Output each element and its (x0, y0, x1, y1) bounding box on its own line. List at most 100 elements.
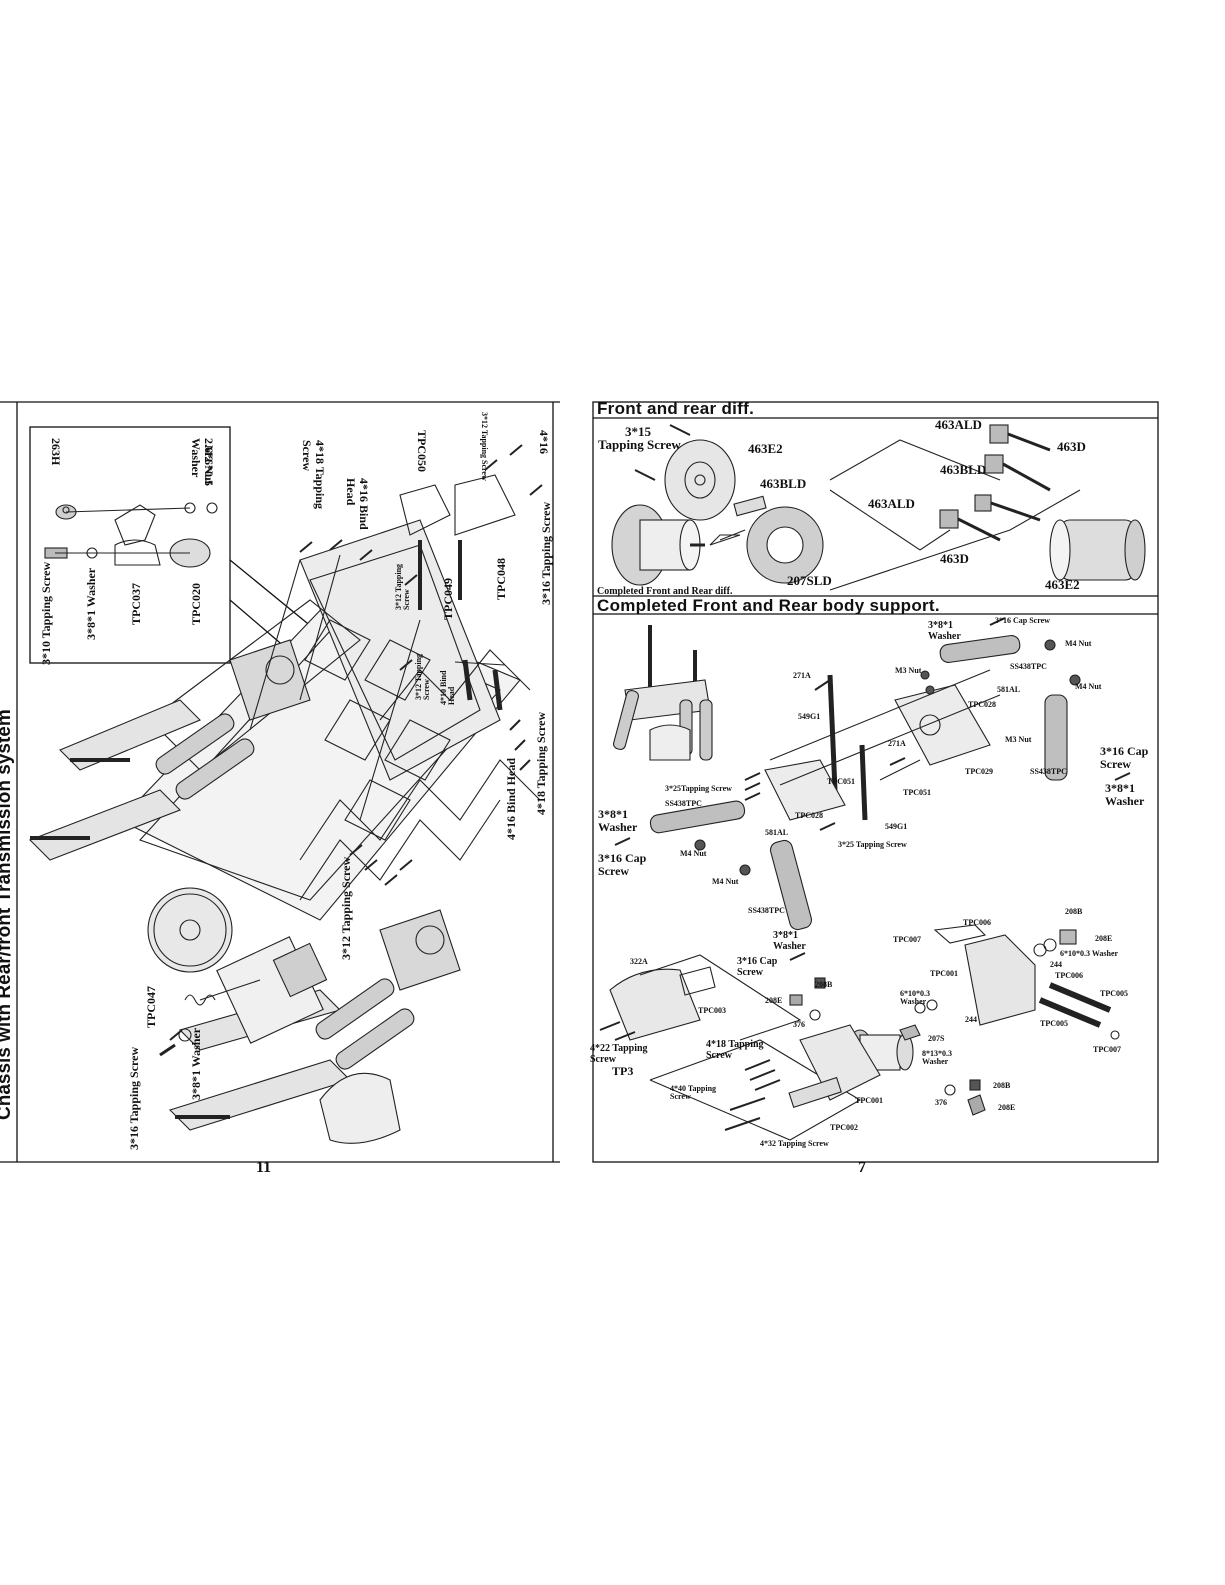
label-tpc006-a: TPC006 (963, 918, 991, 927)
label-washer-8-13: 8*13*0.3 Washer (922, 1049, 952, 1067)
label-tapping-4-22: 4*22 Tapping Screw (590, 1043, 648, 1065)
label-tapping-3-12-a: 3*12 Tapping Screw (480, 412, 489, 481)
label-581AL-a: 581AL (997, 685, 1021, 694)
label-208B-a: 208B (1065, 907, 1083, 916)
label-washer-3-8-1-b: 3*8*1 Washer (189, 1027, 203, 1100)
label-tpc003: TPC003 (698, 1006, 726, 1015)
label-bind-4-16-b: 4*16 Bind Head (504, 757, 518, 840)
label-463D-b: 463D (940, 551, 969, 566)
label-tpc007-b: TPC007 (1093, 1045, 1121, 1054)
label-washer-6-10-b: 6*10*0.3 Washer (900, 989, 930, 1007)
label-tpc048: TPC048 (494, 558, 508, 600)
label-tpc006-b: TPC006 (1055, 971, 1083, 980)
label-tpc007-a: TPC007 (893, 935, 921, 944)
label-tapping-4-32: 4*32 Tapping Screw (760, 1139, 829, 1148)
label-m4nut-b: M4 Nut (1075, 682, 1102, 691)
label-tapping-3-16-c: 3*16 Tapping Screw (127, 1046, 141, 1150)
label-ss438-b: SS438TPC (1030, 767, 1067, 776)
label-271A-a: 271A (793, 671, 811, 680)
left-page-number: 11 (256, 1159, 272, 1176)
diff-caption: Completed Front and Rear diff. (597, 586, 733, 597)
left-side-title: Chassis with Rear/front Transmission sys… (0, 709, 15, 1120)
label-m4nut-d: M4 Nut (712, 877, 739, 886)
label-208B-c: 208B (993, 1081, 1011, 1090)
body-support-art (613, 617, 1131, 961)
label-tpc049: TPC049 (441, 578, 455, 620)
diff-art (611, 424, 1146, 591)
gearbox-art (599, 924, 1120, 1141)
label-tpc029: TPC029 (965, 767, 993, 776)
label-207S: 207S (928, 1034, 945, 1043)
label-tapping-3-12-b: 3*12 Tapping Screw (394, 563, 412, 610)
label-tpc051-b: TPC051 (903, 788, 931, 797)
label-tpc005-a: TPC005 (1100, 989, 1128, 998)
right-frame (592, 401, 1159, 1163)
label-tpc002: TPC002 (830, 1123, 858, 1132)
right-page-number: 7 (858, 1159, 866, 1176)
label-463BLD-a: 463BLD (760, 476, 807, 491)
label-tpc005-b: TPC005 (1040, 1019, 1068, 1028)
chassis-art (29, 444, 543, 1144)
label-bind-4-16-a: 4*16 Bind Head (344, 478, 371, 530)
label-549G1-b: 549G1 (885, 822, 908, 831)
label-tapping-4-40: 4*40 Tapping Screw (670, 1084, 717, 1102)
label-271A-b: 271A (888, 739, 906, 748)
label-m4nut-a: M4 Nut (1065, 639, 1092, 648)
label-tapping-3-12-d: 3*12 Tapping Screw (339, 856, 353, 960)
label-581AL-b: 581AL (765, 828, 789, 837)
label-tapping-3-16-a: 3*16 Tapping Screw (539, 501, 553, 605)
label-tpc051-a: TPC051 (827, 777, 855, 786)
label-washer-3-8-1-d-r: 3*8*1 Washer (773, 930, 806, 952)
label-cap-3-16-a: 3*16 Cap Screw (995, 616, 1050, 625)
label-207SLD: 207SLD (787, 573, 832, 588)
label-244-a: 244 (1050, 960, 1062, 969)
label-m4nut-c: M4 Nut (680, 849, 707, 858)
label-tpc028-a: TPC028 (968, 700, 996, 709)
label-208E-b: 208E (765, 996, 783, 1005)
label-244-b: 244 (965, 1015, 977, 1024)
label-washer-3-8-1-c-r: 3*8*1 Washer (598, 807, 638, 834)
label-463ALD-a: 463ALD (935, 417, 982, 432)
section-title-body-support: Completed Front and Rear body support. (597, 596, 940, 615)
label-tpc020: TPC020 (189, 583, 203, 625)
label-tapping-3-10: 3*10 Tapping Screw (39, 561, 53, 665)
label-cap-3-16-b: 3*16 Cap Screw (1100, 744, 1149, 771)
label-ss438-c: SS438TPC (665, 799, 702, 808)
label-washer-3-8-1-a-r: 3*8*1 Washer (928, 620, 961, 642)
label-tapping-screw: Tapping Screw (598, 437, 681, 452)
label-tapping-3-25-b: 3*25 Tapping Screw (838, 840, 907, 849)
label-322A: 322A (630, 957, 648, 966)
label-ss438-a: SS438TPC (1010, 662, 1047, 671)
label-tpc001-a: TPC001 (930, 969, 958, 978)
label-tpc050: TPC050 (415, 430, 429, 472)
label-washer-3-8-1-a: 3*8*1 Washer (84, 567, 98, 640)
label-tpc037: TPC037 (129, 583, 143, 625)
label-463D-a: 463D (1057, 439, 1086, 454)
label-463ALD-b: 463ALD (868, 496, 915, 511)
label-cap-3-16-c: 3*16 Cap Screw (598, 851, 647, 878)
label-263H: 263H (49, 438, 63, 466)
label-tapping-4-18-a: 4*18 Tapping Screw (300, 440, 327, 510)
label-tapping-3-25-a: 3*25Tapping Screw (665, 784, 732, 793)
label-tpc028-b: TPC028 (795, 811, 823, 820)
section-title-diff: Front and rear diff. (597, 399, 755, 418)
label-m3nut-a: M3 Nut (895, 666, 922, 675)
label-463E2-a: 463E2 (748, 441, 783, 456)
label-208E-c: 208E (998, 1103, 1016, 1112)
label-num-4-16: 4*16 (537, 430, 551, 454)
label-tapping-4-18-r: 4*18 Tapping Screw (706, 1039, 764, 1061)
label-208B-b: 208B (815, 980, 833, 989)
label-tapping-4-18-b: 4*18 Tapping Screw (534, 711, 548, 815)
label-463E2-b: 463E2 (1045, 577, 1080, 592)
label-washer-6-10-a: 6*10*0.3 Washer (1060, 949, 1119, 958)
label-208E-a: 208E (1095, 934, 1113, 943)
label-376-b: 376 (935, 1098, 947, 1107)
label-washer-3-8-1-b-r: 3*8*1 Washer (1105, 781, 1145, 808)
label-tp3: TP3 (612, 1064, 634, 1078)
label-screw-3-15: 3*15 (625, 424, 651, 439)
label-m3nut-b: M3 Nut (1005, 735, 1032, 744)
label-549G1-a: 549G1 (798, 712, 821, 721)
label-cap-3-16-d: 3*16 Cap Screw (737, 956, 778, 978)
label-m2-nut: M2 Nut (202, 445, 216, 485)
